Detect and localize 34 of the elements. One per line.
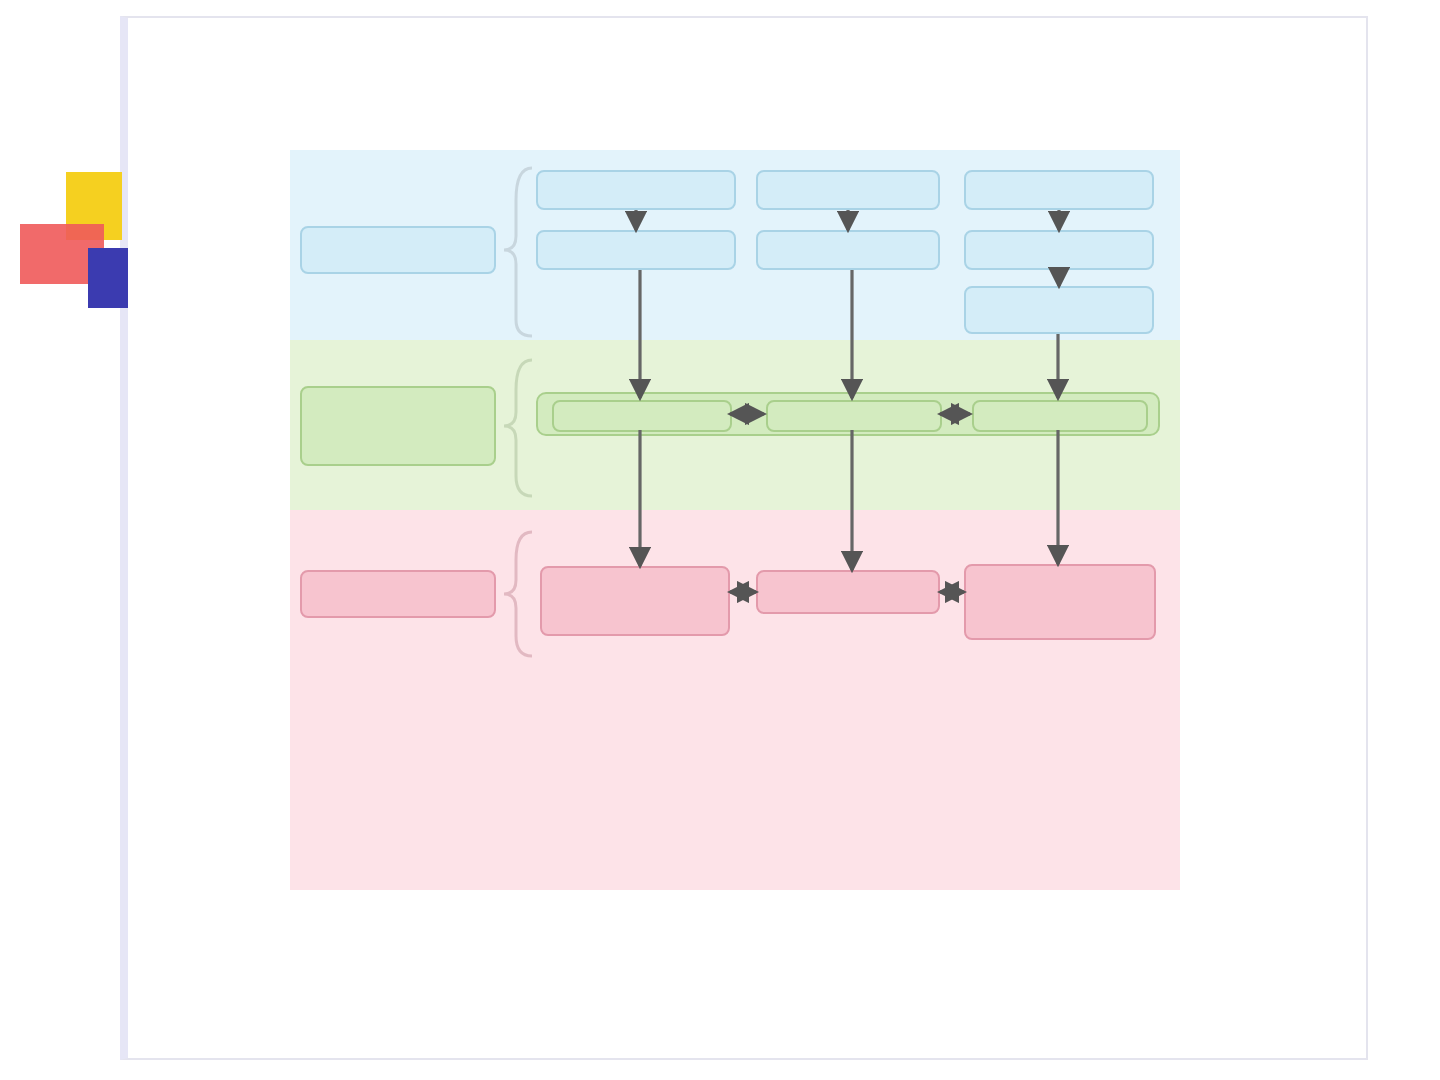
arrow	[840, 430, 864, 574]
process-box	[300, 386, 496, 466]
process-box	[964, 170, 1154, 210]
arrow	[836, 210, 860, 234]
process-box	[552, 400, 732, 432]
process-box	[756, 570, 940, 614]
arrow	[726, 402, 768, 426]
arrow	[628, 270, 652, 402]
arrow	[1047, 266, 1071, 290]
band-panel	[290, 510, 1180, 890]
process-box	[300, 570, 496, 618]
process-box	[756, 230, 940, 270]
arrow	[1046, 430, 1070, 568]
arrow	[726, 580, 760, 604]
process-box	[536, 170, 736, 210]
process-box	[964, 564, 1156, 640]
process-box	[766, 400, 942, 432]
process-box	[300, 226, 496, 274]
band-panel	[290, 150, 1180, 340]
arrow	[1047, 210, 1071, 234]
arrow	[1046, 334, 1070, 402]
arrow	[936, 402, 974, 426]
process-box	[756, 170, 940, 210]
process-box	[540, 566, 730, 636]
process-box	[964, 286, 1154, 334]
arrow	[628, 430, 652, 570]
arrow	[840, 270, 864, 402]
process-box	[972, 400, 1148, 432]
band-panel	[290, 340, 1180, 510]
process-box	[964, 230, 1154, 270]
arrow	[936, 580, 968, 604]
process-box	[536, 230, 736, 270]
arrow	[624, 210, 648, 234]
process-bar	[536, 392, 1160, 436]
